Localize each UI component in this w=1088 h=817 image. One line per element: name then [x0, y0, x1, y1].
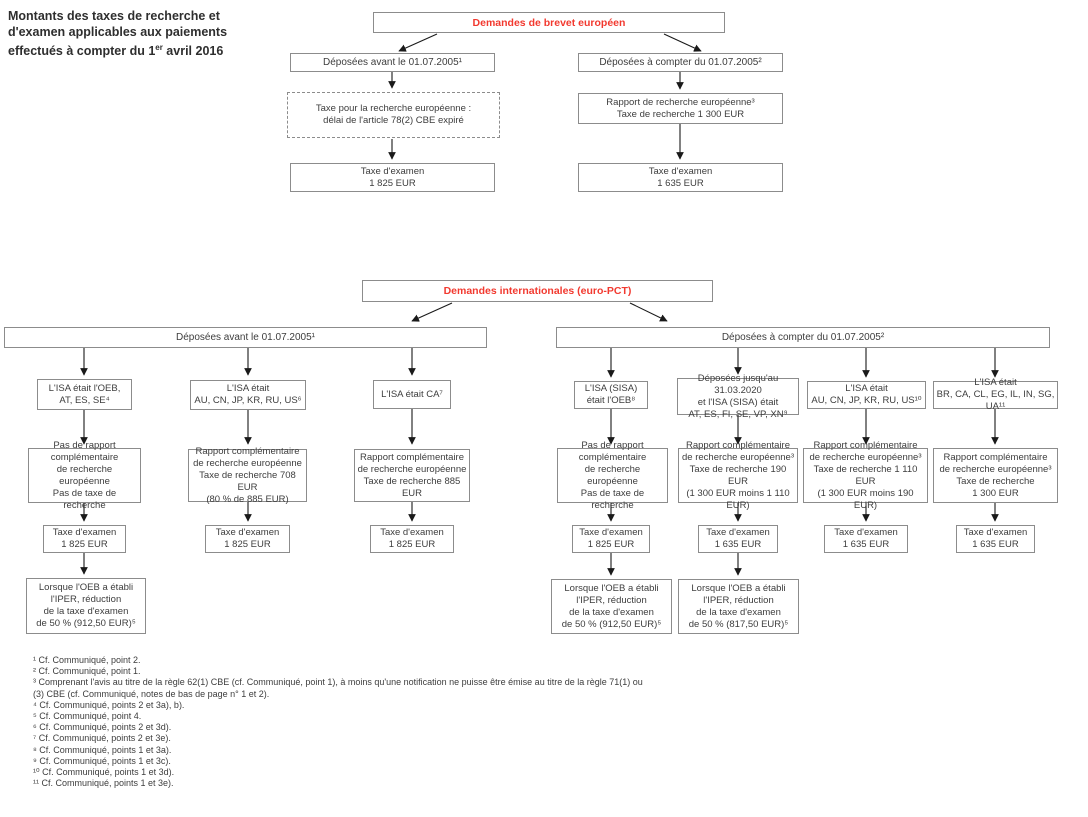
pct-left-col1-exam-box: Taxe d'examen 1 825 EUR — [43, 525, 126, 553]
pct-right-col2-iper-box: Lorsque l'OEB a établi l'IPER, réduction… — [678, 579, 799, 634]
page-title-line3: effectués à compter du 1 — [8, 44, 156, 59]
eur-left-search-box: Taxe pour la recherche européenne : déla… — [287, 92, 500, 138]
footnote-6: ⁶ Cf. Communiqué, points 2 et 3d). — [33, 722, 172, 733]
eur-right-search-box: Rapport de recherche européenne³ Taxe de… — [578, 93, 783, 124]
footnote-10: ¹⁰ Cf. Communiqué, points 1 et 3d). — [33, 767, 175, 778]
pct-right-col3-isa-box: L'ISA était AU, CN, JP, KR, RU, US¹⁰ — [807, 381, 926, 409]
pct-right-col1-isa-box: L'ISA (SISA) était l'OEB⁸ — [574, 381, 648, 409]
pct-title-box: Demandes internationales (euro-PCT) — [362, 280, 713, 302]
pct-right-col3-exam-box: Taxe d'examen 1 635 EUR — [824, 525, 908, 553]
footnote-3: ³ Comprenant l'avis au titre de la règle… — [33, 677, 643, 699]
pct-right-col1-iper-box: Lorsque l'OEB a établi l'IPER, réduction… — [551, 579, 672, 634]
pct-right-filed-box: Déposées à compter du 01.07.2005² — [556, 327, 1050, 348]
footnote-5: ⁵ Cf. Communiqué, point 4. — [33, 711, 142, 722]
pct-left-filed-box: Déposées avant le 01.07.2005¹ — [4, 327, 487, 348]
footnote-11: ¹¹ Cf. Communiqué, points 1 et 3e). — [33, 778, 174, 789]
page-title-line2: d'examen applicables aux paiements — [8, 25, 228, 39]
pct-right-col2-exam-box: Taxe d'examen 1 635 EUR — [698, 525, 778, 553]
pct-left-col2-report-box: Rapport complémentaire de recherche euro… — [188, 446, 307, 505]
pct-right-col4-isa-box: L'ISA était BR, CA, CL, EG, IL, IN, SG, … — [933, 377, 1058, 412]
pct-right-col4-report-box: Rapport complémentaire de recherche euro… — [933, 448, 1058, 503]
eur-left-filed-box: Déposées avant le 01.07.2005¹ — [290, 53, 495, 72]
footnote-8: ⁸ Cf. Communiqué, points 1 et 3a). — [33, 744, 172, 755]
footnote-1: ¹ Cf. Communiqué, point 2. — [33, 655, 141, 665]
eur-title-box: Demandes de brevet européen — [373, 12, 725, 33]
pct-left-col1-report-box: Pas de rapport complémentaire de recherc… — [28, 440, 141, 511]
pct-left-col3-isa-box: L'ISA était CA⁷ — [373, 380, 451, 409]
pct-right-col1-report-box: Pas de rapport complémentaire de recherc… — [557, 440, 668, 511]
pct-left-col3-report-box: Rapport complémentaire de recherche euro… — [354, 449, 470, 502]
eur-left-exam-box: Taxe d'examen 1 825 EUR — [290, 163, 495, 192]
footnote-2: ² Cf. Communiqué, point 1. — [33, 666, 141, 677]
footnotes-block: ¹ Cf. Communiqué, point 2. ² Cf. Communi… — [33, 655, 753, 789]
pct-right-col2-report-box: Rapport complémentaire de recherche euro… — [678, 440, 798, 511]
pct-right-col3-report-box: Rapport complémentaire de recherche euro… — [803, 440, 928, 511]
pct-left-col2-isa-box: L'ISA était AU, CN, JP, KR, RU, US⁶ — [190, 380, 306, 410]
pct-left-col2-exam-box: Taxe d'examen 1 825 EUR — [205, 525, 290, 553]
footnote-9: ⁹ Cf. Communiqué, points 1 et 3c). — [33, 755, 171, 766]
eur-right-exam-box: Taxe d'examen 1 635 EUR — [578, 163, 783, 192]
page-title-superscript: er — [155, 43, 163, 52]
pct-left-col1-iper-box: Lorsque l'OEB a établi l'IPER, réduction… — [26, 578, 146, 634]
page-title-line3-end: avril 2016 — [162, 44, 224, 59]
pct-left-col3-exam-box: Taxe d'examen 1 825 EUR — [370, 525, 454, 553]
page-title-line1: Montants des taxes de recherche et — [8, 9, 220, 23]
footnote-4: ⁴ Cf. Communiqué, points 2 et 3a), b). — [33, 699, 185, 710]
footnote-7: ⁷ Cf. Communiqué, points 2 et 3e). — [33, 733, 171, 744]
pct-right-col2-isa-box: Déposées jusqu'au 31.03.2020 et l'ISA (S… — [677, 373, 799, 420]
pct-right-col4-exam-box: Taxe d'examen 1 635 EUR — [956, 525, 1035, 553]
page-title: Montants des taxes de recherche et d'exa… — [8, 8, 258, 59]
eur-right-filed-box: Déposées à compter du 01.07.2005² — [578, 53, 783, 72]
pct-left-col1-isa-box: L'ISA était l'OEB, AT, ES, SE⁴ — [37, 379, 132, 410]
pct-right-col1-exam-box: Taxe d'examen 1 825 EUR — [572, 525, 650, 553]
